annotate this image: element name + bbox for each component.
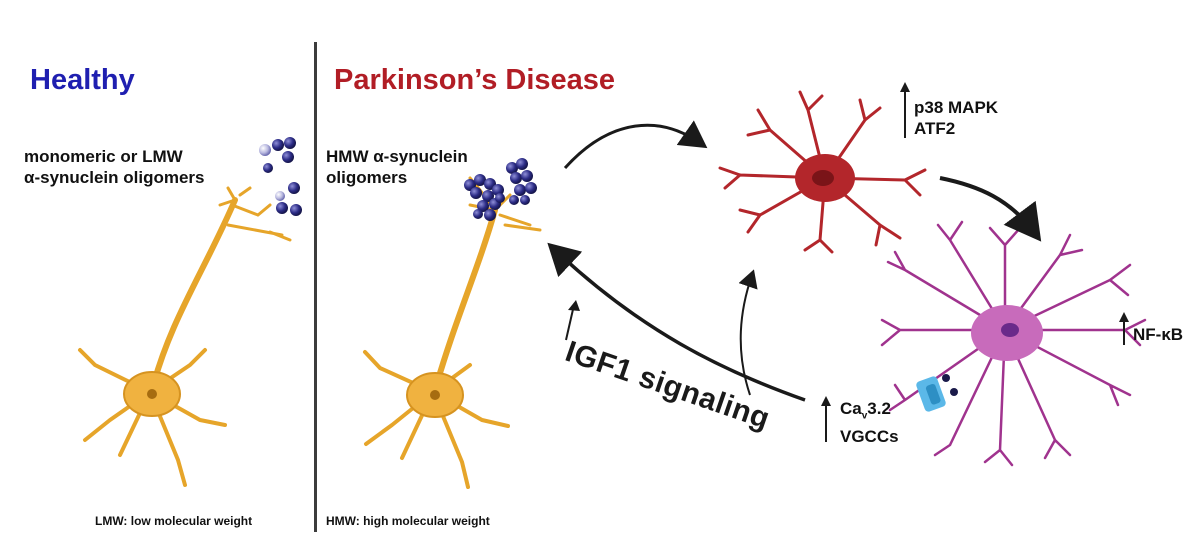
disease-oligomer-label-line1: HMW α-synuclein bbox=[326, 147, 468, 166]
arrow-astrocyte-to-microglia bbox=[738, 269, 758, 396]
marker-p38-mapk: p38 MAPK bbox=[914, 98, 999, 117]
healthy-oligomer-label-line2: α-synuclein oligomers bbox=[24, 168, 205, 187]
healthy-oligomer-label-line1: monomeric or LMW bbox=[24, 147, 183, 166]
channel-label: Cav3.2 VGCCs bbox=[840, 398, 899, 447]
healthy-footnote: LMW: low molecular weight bbox=[95, 514, 253, 528]
disease-footnote: HMW: high molecular weight bbox=[326, 514, 490, 528]
arrow-microglia-to-astrocyte bbox=[939, 176, 1042, 242]
healthy-title: Healthy bbox=[30, 64, 135, 96]
upregulation-arrows bbox=[565, 82, 1129, 442]
arrow-astrocyte-to-neuron bbox=[547, 242, 806, 402]
disease-oligomer-label-line2: oligomers bbox=[326, 168, 408, 187]
channel-number: 3.2 bbox=[867, 399, 891, 418]
microglia-cell bbox=[718, 90, 927, 254]
channel-ca: Ca bbox=[840, 399, 862, 418]
healthy-neuron bbox=[78, 186, 292, 487]
astrocyte-cell bbox=[880, 220, 1147, 467]
calcium-channel bbox=[916, 374, 958, 412]
disease-oligomer-aggregates bbox=[464, 158, 537, 221]
arrow-neuron-to-microglia bbox=[563, 120, 708, 170]
disease-title: Parkinson’s Disease bbox=[334, 64, 616, 96]
disease-oligomer-label: HMW α-synuclein oligomers bbox=[326, 146, 468, 188]
channel-subscript: v bbox=[861, 410, 868, 422]
marker-nfkb: NF-κB bbox=[1133, 325, 1184, 344]
channel-vgccs: VGCCs bbox=[840, 427, 899, 447]
panel-divider bbox=[314, 42, 317, 532]
healthy-oligomers bbox=[259, 137, 302, 216]
healthy-oligomer-label: monomeric or LMW α-synuclein oligomers bbox=[24, 146, 205, 188]
disease-neuron bbox=[363, 176, 542, 489]
microglia-markers: p38 MAPK ATF2 bbox=[914, 97, 998, 139]
marker-atf2: ATF2 bbox=[914, 119, 956, 138]
